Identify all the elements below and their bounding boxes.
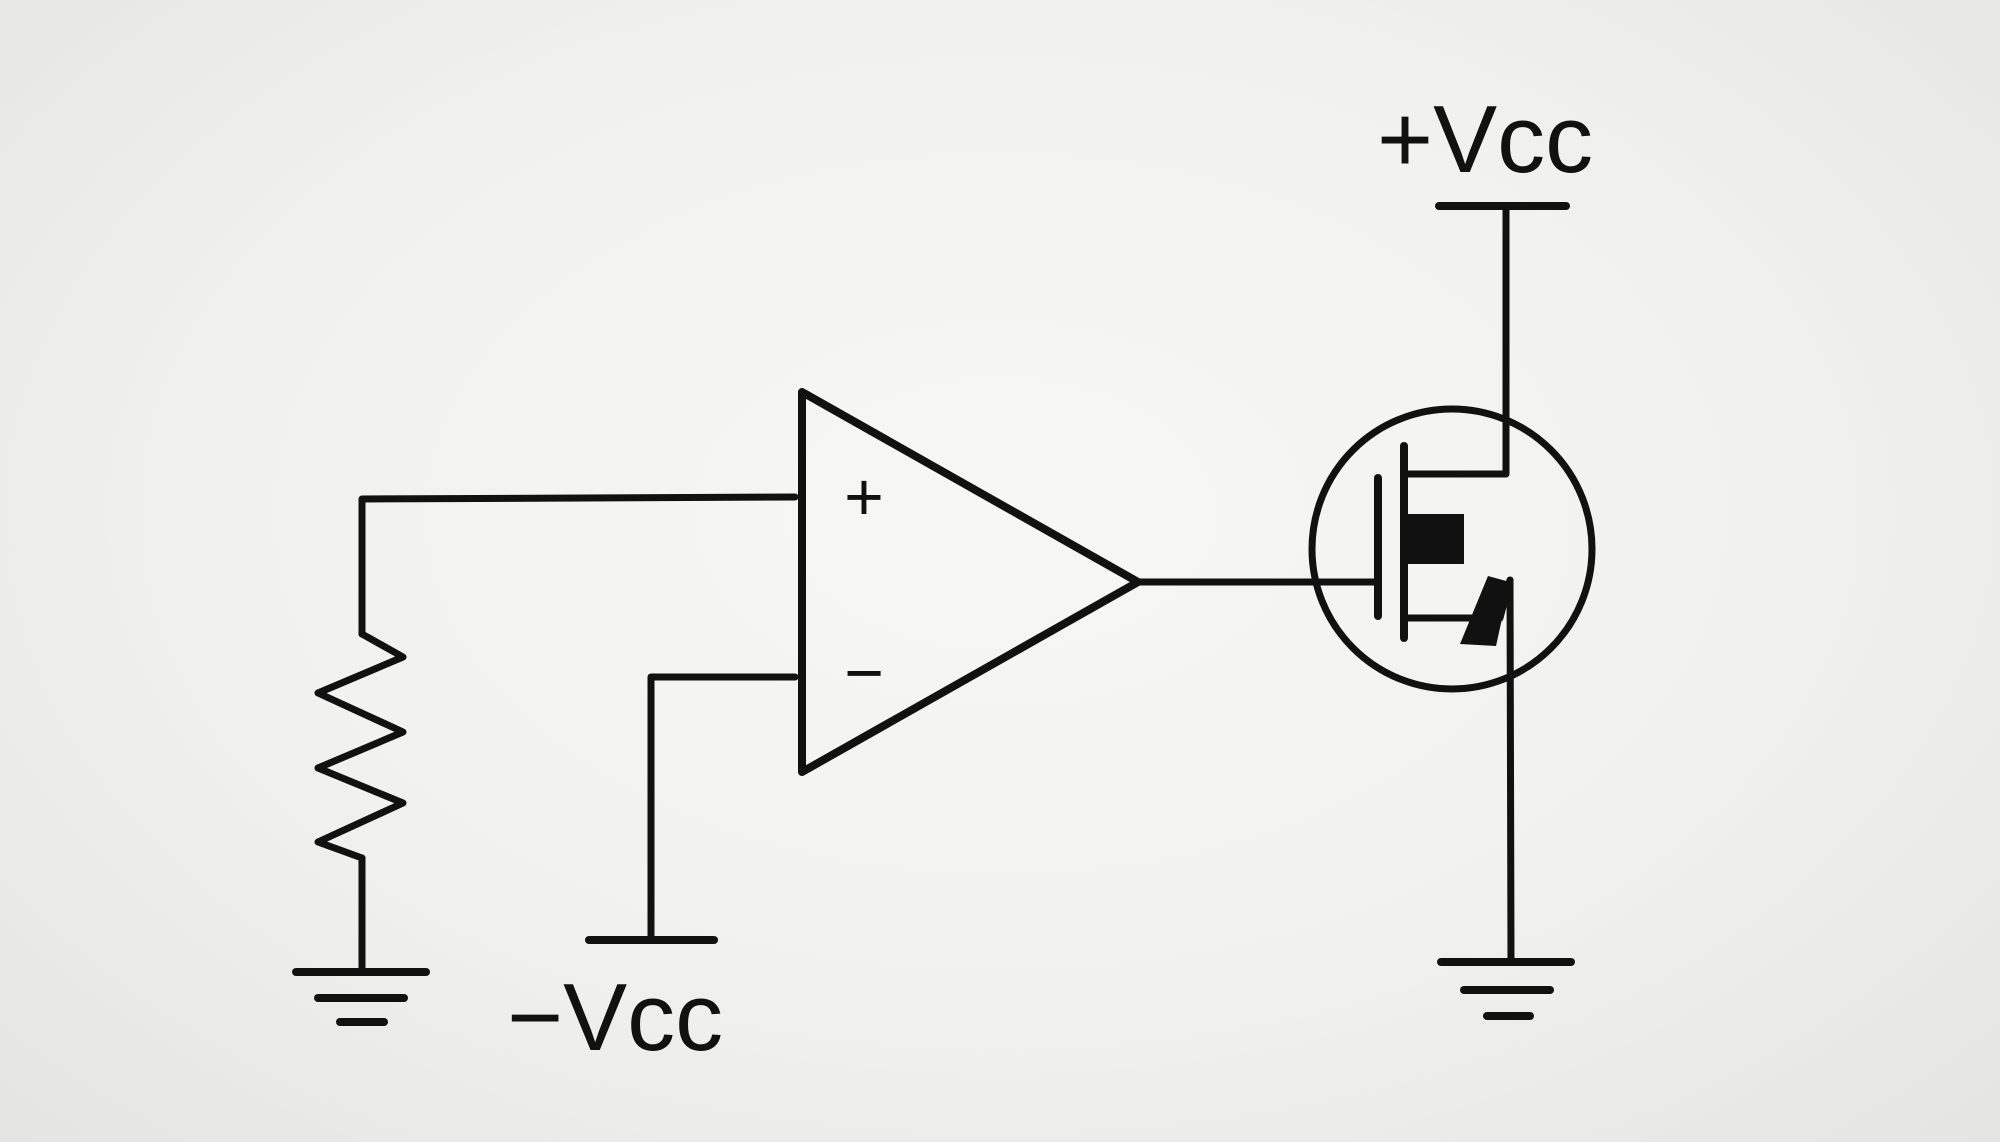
- mosfet-drain-lead: [1400, 202, 1510, 478]
- resistor-branch: [314, 493, 799, 976]
- minus-input-label: −: [844, 635, 884, 711]
- ground-left: [292, 968, 430, 1026]
- negative-supply-label: −Vcc: [507, 964, 723, 1071]
- wire-resistor-to-plus-input: [358, 493, 799, 638]
- wire-minus-input-to-neg-supply: [647, 673, 799, 944]
- resistor: [314, 630, 407, 862]
- mosfet-body-block: [1408, 514, 1464, 564]
- negative-supply-branch: [585, 673, 799, 944]
- mosfet: [1308, 202, 1596, 966]
- positive-supply-label: +Vcc: [1377, 86, 1593, 193]
- mosfet-source-arrow: [1460, 576, 1510, 646]
- op-amp: [798, 388, 1142, 776]
- mosfet-body-circle: [1308, 405, 1596, 693]
- ground-right: [1437, 958, 1575, 1020]
- op-amp-triangle: [798, 388, 1142, 776]
- plus-input-label: +: [844, 459, 884, 535]
